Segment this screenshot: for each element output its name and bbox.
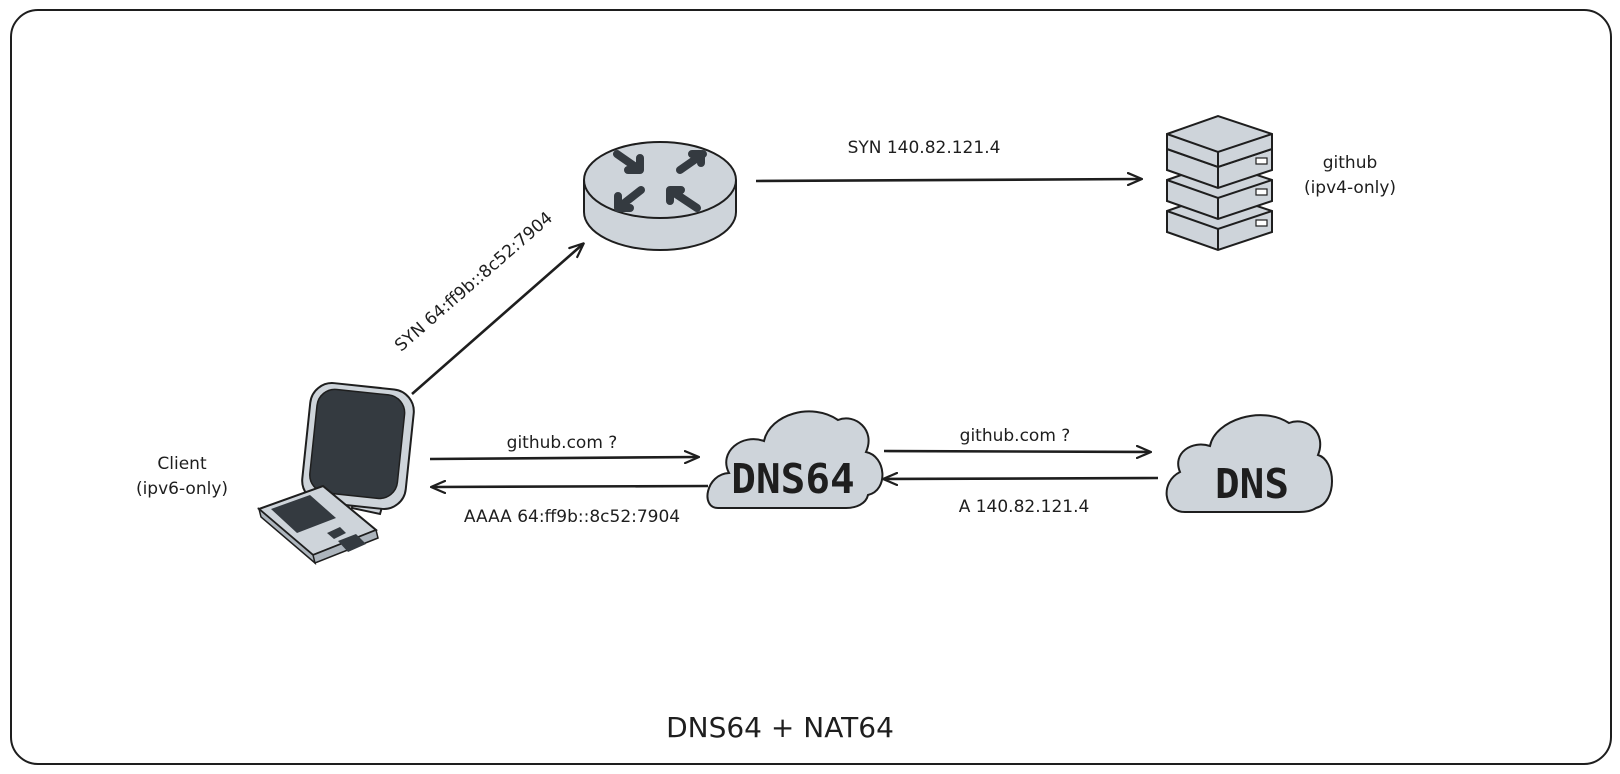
diagram-title: DNS64 + NAT64	[666, 711, 894, 744]
dns64-cloud-label: DNS64	[731, 455, 855, 503]
server-stack-icon	[1166, 114, 1273, 252]
github-subtitle: (ipv4-only)	[1303, 178, 1397, 198]
dns-cloud-label: DNS	[1214, 460, 1290, 508]
edge-label-router-to-github: SYN 140.82.121.4	[847, 138, 1001, 158]
edge-dns64-to-dns	[883, 451, 1150, 452]
client-label: Client (ipv6-only)	[118, 452, 246, 502]
client-subtitle: (ipv6-only)	[135, 479, 229, 499]
edge-label-dns64-to-dns: github.com ?	[959, 426, 1071, 446]
desktop-computer-icon	[257, 382, 415, 566]
edge-label-client-to-dns64: github.com ?	[506, 433, 618, 453]
edge-client-to-dns64	[429, 457, 698, 459]
router-icon	[583, 141, 737, 251]
edge-label-dns64-to-client: AAAA 64:ff9b::8c52:7904	[463, 507, 681, 527]
github-name: github	[1322, 153, 1378, 173]
edge-client-to-router	[411, 244, 583, 395]
cloud-icon	[1165, 414, 1333, 513]
edge-dns64-to-client	[432, 486, 709, 487]
diagram-frame	[10, 9, 1612, 765]
client-name: Client	[157, 454, 207, 474]
edge-dns-to-dns64	[884, 478, 1159, 479]
github-label: github (ipv4-only)	[1290, 151, 1410, 201]
cloud-icon	[706, 410, 884, 509]
edge-router-to-github	[755, 179, 1141, 181]
edge-label-dns-to-dns64: A 140.82.121.4	[958, 497, 1090, 517]
